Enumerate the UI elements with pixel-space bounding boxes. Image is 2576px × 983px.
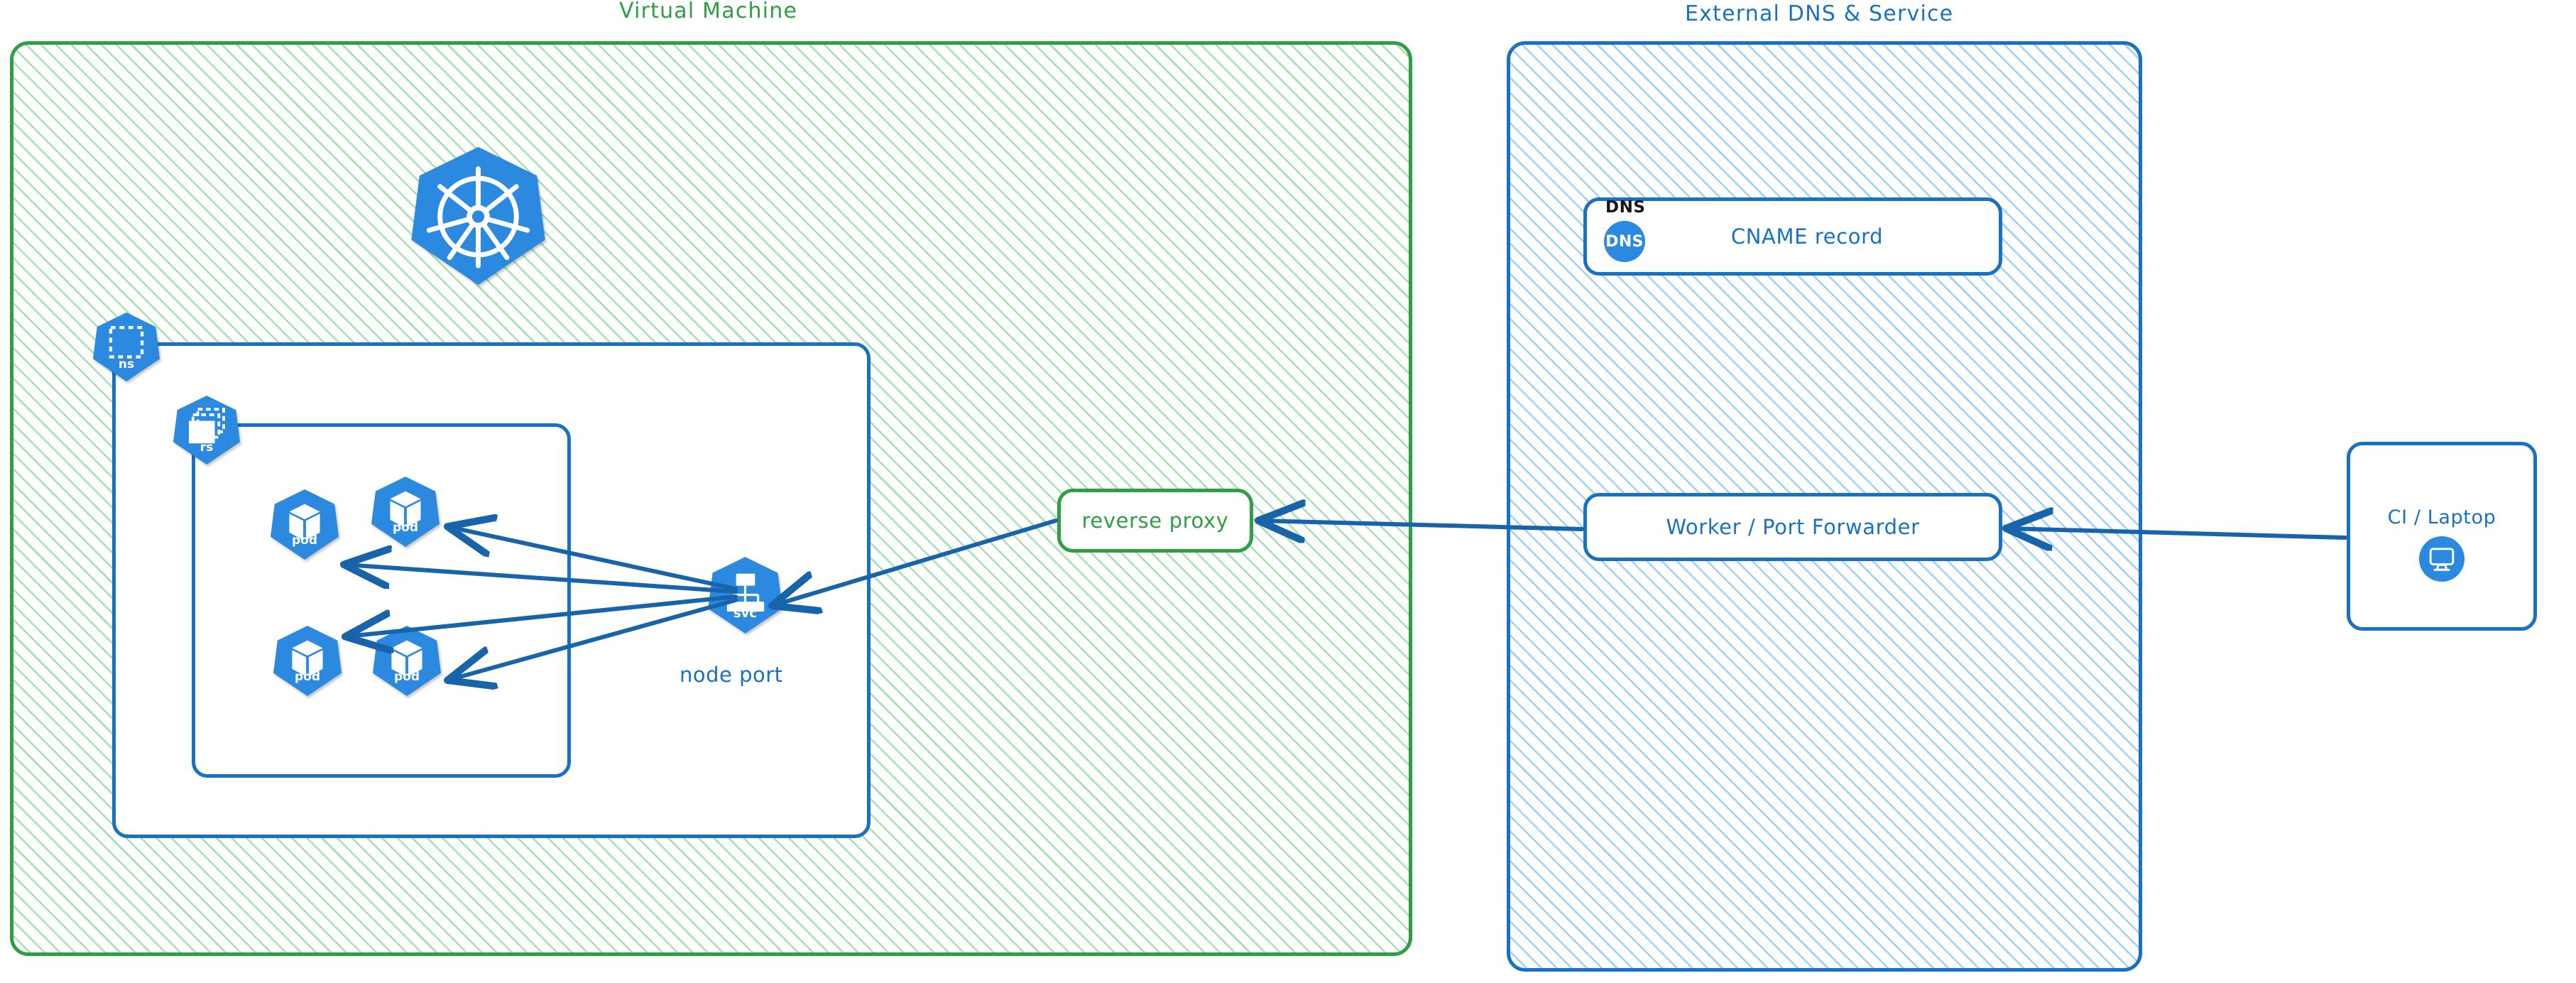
pod-icon-3: pod — [273, 625, 342, 697]
service-icon: svc — [707, 556, 783, 634]
pod-icon-1: pod — [270, 489, 339, 560]
replicaset-badge-icon: rs — [173, 395, 241, 465]
dns-card[interactable]: DNS DNS CNAME record — [1583, 197, 2002, 276]
reverse-proxy-label: reverse proxy — [1081, 509, 1229, 533]
vm-group-title: Virtual Machine — [619, 0, 798, 23]
pod-icon-4: pod — [372, 625, 442, 697]
dns-badge-icon: DNS — [1604, 221, 1645, 262]
namespace-badge-icon: ns — [92, 312, 160, 382]
kubernetes-logo-icon — [410, 146, 547, 286]
pod-icon-2: pod — [371, 476, 440, 548]
dns-corner-tag: DNS — [1605, 198, 1646, 217]
external-group-title: External DNS & Service — [1685, 1, 1954, 26]
ci-laptop-label: CI / Laptop — [2387, 506, 2496, 528]
reverse-proxy-box[interactable]: reverse proxy — [1057, 489, 1253, 553]
ci-laptop-card[interactable]: CI / Laptop — [2347, 442, 2537, 631]
node-port-caption: node port — [680, 663, 783, 687]
worker-port-forwarder-label: Worker / Port Forwarder — [1666, 515, 1920, 539]
worker-port-forwarder-card[interactable]: Worker / Port Forwarder — [1583, 493, 2002, 561]
dns-card-label: CNAME record — [1730, 224, 1884, 249]
desktop-monitor-icon — [2419, 536, 2465, 582]
